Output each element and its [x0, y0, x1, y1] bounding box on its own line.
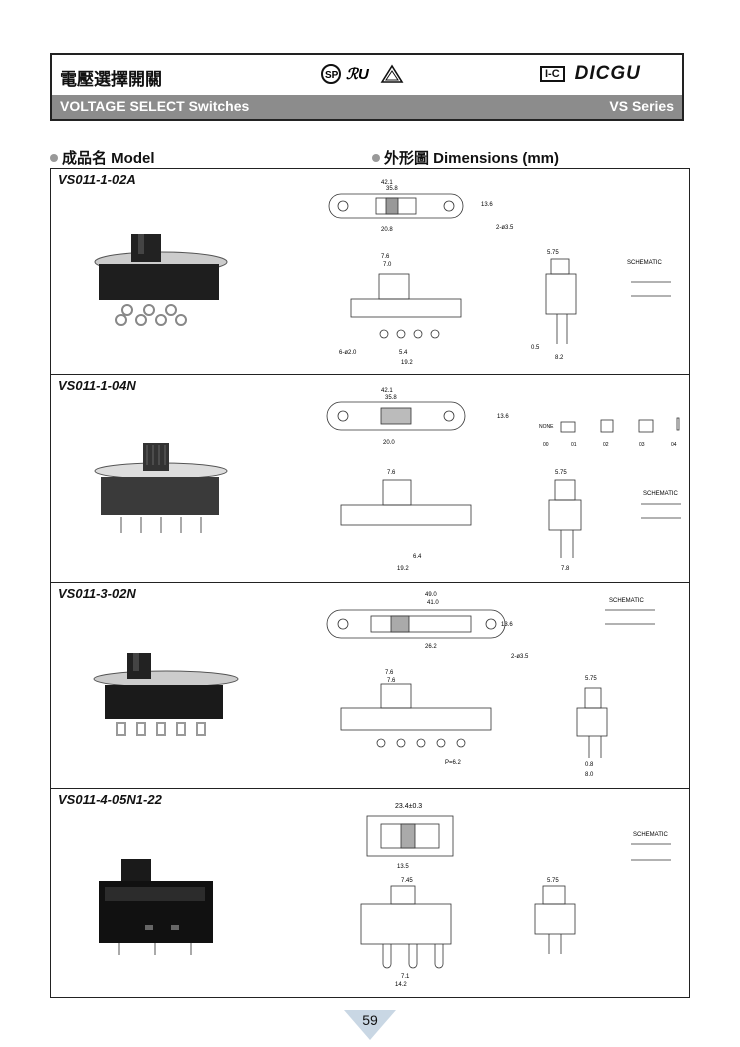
svg-text:0.8: 0.8	[585, 762, 594, 768]
svg-text:7.1: 7.1	[401, 974, 410, 980]
model-heading: 成品名 Model	[50, 147, 155, 168]
header-band: VOLTAGE SELECT Switches VS Series	[52, 95, 682, 119]
svg-text:6.4: 6.4	[413, 554, 422, 560]
svg-text:01: 01	[571, 442, 577, 448]
svg-text:23.4±0.3: 23.4±0.3	[395, 803, 422, 810]
svg-text:20.0: 20.0	[383, 440, 395, 446]
svg-text:42.1: 42.1	[381, 180, 393, 186]
svg-text:SCHEMATIC: SCHEMATIC	[627, 260, 663, 266]
model-name: VS011-3-02N	[58, 586, 136, 601]
switch-photo	[94, 234, 228, 326]
svg-text:13.5: 13.5	[397, 864, 409, 870]
svg-text:NONE: NONE	[539, 424, 554, 430]
svg-text:13.6: 13.6	[497, 414, 509, 420]
svg-text:6-ø2.0: 6-ø2.0	[339, 350, 357, 356]
model-name: VS011-1-04N	[58, 378, 136, 393]
brand: I-C DICGU	[540, 63, 641, 85]
svg-text:42.1: 42.1	[381, 388, 393, 394]
svg-text:8.2: 8.2	[555, 355, 564, 361]
svg-text:7.0: 7.0	[383, 262, 392, 268]
svg-text:SCHEMATIC: SCHEMATIC	[609, 598, 645, 604]
svg-text:13.6: 13.6	[501, 622, 513, 628]
svg-text:5.75: 5.75	[547, 250, 559, 256]
brand-logo-icon: I-C	[540, 66, 565, 82]
svg-text:2-ø3.5: 2-ø3.5	[511, 654, 529, 660]
svg-text:19.2: 19.2	[401, 360, 413, 366]
svg-text:13.6: 13.6	[481, 202, 493, 208]
svg-text:7.6: 7.6	[387, 470, 396, 476]
certification-marks: SP ℛU	[320, 63, 410, 85]
title-chinese: 電壓選擇開關	[60, 70, 162, 90]
dimension-drawing: 42.135.8 20.8 2-ø3.5 13.6 7.6 7.0 SCHEMATIC…	[328, 180, 671, 366]
dimension-drawing: 23.4±0.3 13.5 7.45 5.75 14.2 7.1 SCHEMATIC	[360, 803, 671, 988]
svg-text:26.2: 26.2	[425, 644, 437, 650]
svg-text:00: 00	[543, 442, 549, 448]
svg-text:14.2: 14.2	[395, 982, 407, 988]
svg-text:35.8: 35.8	[386, 186, 398, 192]
svg-text:5.4: 5.4	[399, 350, 408, 356]
series-name: VS Series	[609, 98, 674, 114]
dimension-drawing: 42.135.8 20.0 13.6 7.6 5.75 19.2 6.4 7.8 SCH…	[326, 388, 681, 572]
ul-icon: ℛU	[346, 66, 370, 83]
cert-icons: SP ℛU	[321, 64, 404, 84]
dimensions-heading-text: 外形圖 Dimensions (mm)	[384, 150, 560, 167]
page-number: 59	[362, 1012, 378, 1028]
svg-text:SCHEMATIC: SCHEMATIC	[633, 832, 669, 838]
svg-text:7.6: 7.6	[387, 678, 396, 684]
svg-text:7.6: 7.6	[385, 670, 394, 676]
svg-text:20.8: 20.8	[381, 227, 393, 233]
svg-text:03: 03	[639, 442, 645, 448]
bullet-icon	[50, 153, 58, 162]
csa-icon	[321, 64, 341, 84]
svg-text:7.45: 7.45	[401, 878, 413, 884]
svg-text:0.5: 0.5	[531, 345, 540, 351]
page-number-tab	[344, 1010, 396, 1040]
svg-text:49.0: 49.0	[425, 592, 437, 598]
svg-text:02: 02	[603, 442, 609, 448]
svg-text:41.0: 41.0	[427, 600, 439, 606]
bullet-icon	[372, 153, 380, 162]
band-title: VOLTAGE SELECT Switches	[60, 98, 250, 114]
brand-name: DICGU	[574, 63, 641, 84]
svg-text:35.8: 35.8	[385, 395, 397, 401]
svg-text:SCHEMATIC: SCHEMATIC	[643, 491, 679, 497]
dimension-drawing: 49.0 41.0 26.2 2-ø3.5 13.6 7.6 7.6 5.75 P=6.…	[326, 592, 655, 778]
csa-icon-glyph: SP	[325, 70, 339, 81]
svg-text:8.0: 8.0	[585, 772, 594, 778]
header-box: 電壓選擇開關 SP ℛU I-C DICGU VOLTAGE SELECT Sw…	[50, 53, 684, 121]
switch-photo	[94, 443, 228, 533]
svg-text:5.75: 5.75	[585, 676, 597, 682]
svg-text:2-ø3.5: 2-ø3.5	[496, 225, 514, 231]
vde-triangle-icon	[380, 64, 404, 83]
switch-photo	[99, 859, 213, 955]
svg-text:7.8: 7.8	[561, 566, 570, 572]
svg-text:5.75: 5.75	[547, 878, 559, 884]
model-name: VS011-1-02A	[58, 172, 136, 187]
svg-text:P=6.2: P=6.2	[445, 760, 462, 766]
dimensions-heading: 外形圖 Dimensions (mm)	[372, 147, 559, 168]
model-name: VS011-4-05N1-22	[58, 792, 162, 807]
svg-text:19.2: 19.2	[397, 566, 409, 572]
svg-text:7.6: 7.6	[381, 254, 390, 260]
product-row: VS011-4-05N1-22 23.4±0.3 13.5 7.45 5.75 14…	[51, 789, 689, 997]
model-heading-text: 成品名 Model	[62, 150, 155, 167]
switch-photo	[93, 653, 239, 736]
svg-text:5.75: 5.75	[555, 470, 567, 476]
svg-text:04: 04	[671, 442, 677, 448]
